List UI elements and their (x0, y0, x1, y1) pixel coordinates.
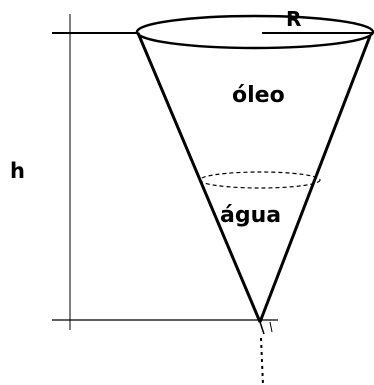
water-label: água (220, 203, 281, 228)
drip-stream (260, 337, 264, 385)
cone-top-rim (135, 14, 374, 50)
oil-label: óleo (232, 83, 285, 108)
cone-left-side (136, 32, 262, 323)
oil-water-interface (199, 171, 321, 189)
outlet-mark (257, 315, 265, 335)
height-label: h (10, 159, 25, 183)
outlet-tick (269, 321, 273, 333)
cone-right-side (258, 35, 372, 323)
radius-label: R (286, 7, 301, 31)
